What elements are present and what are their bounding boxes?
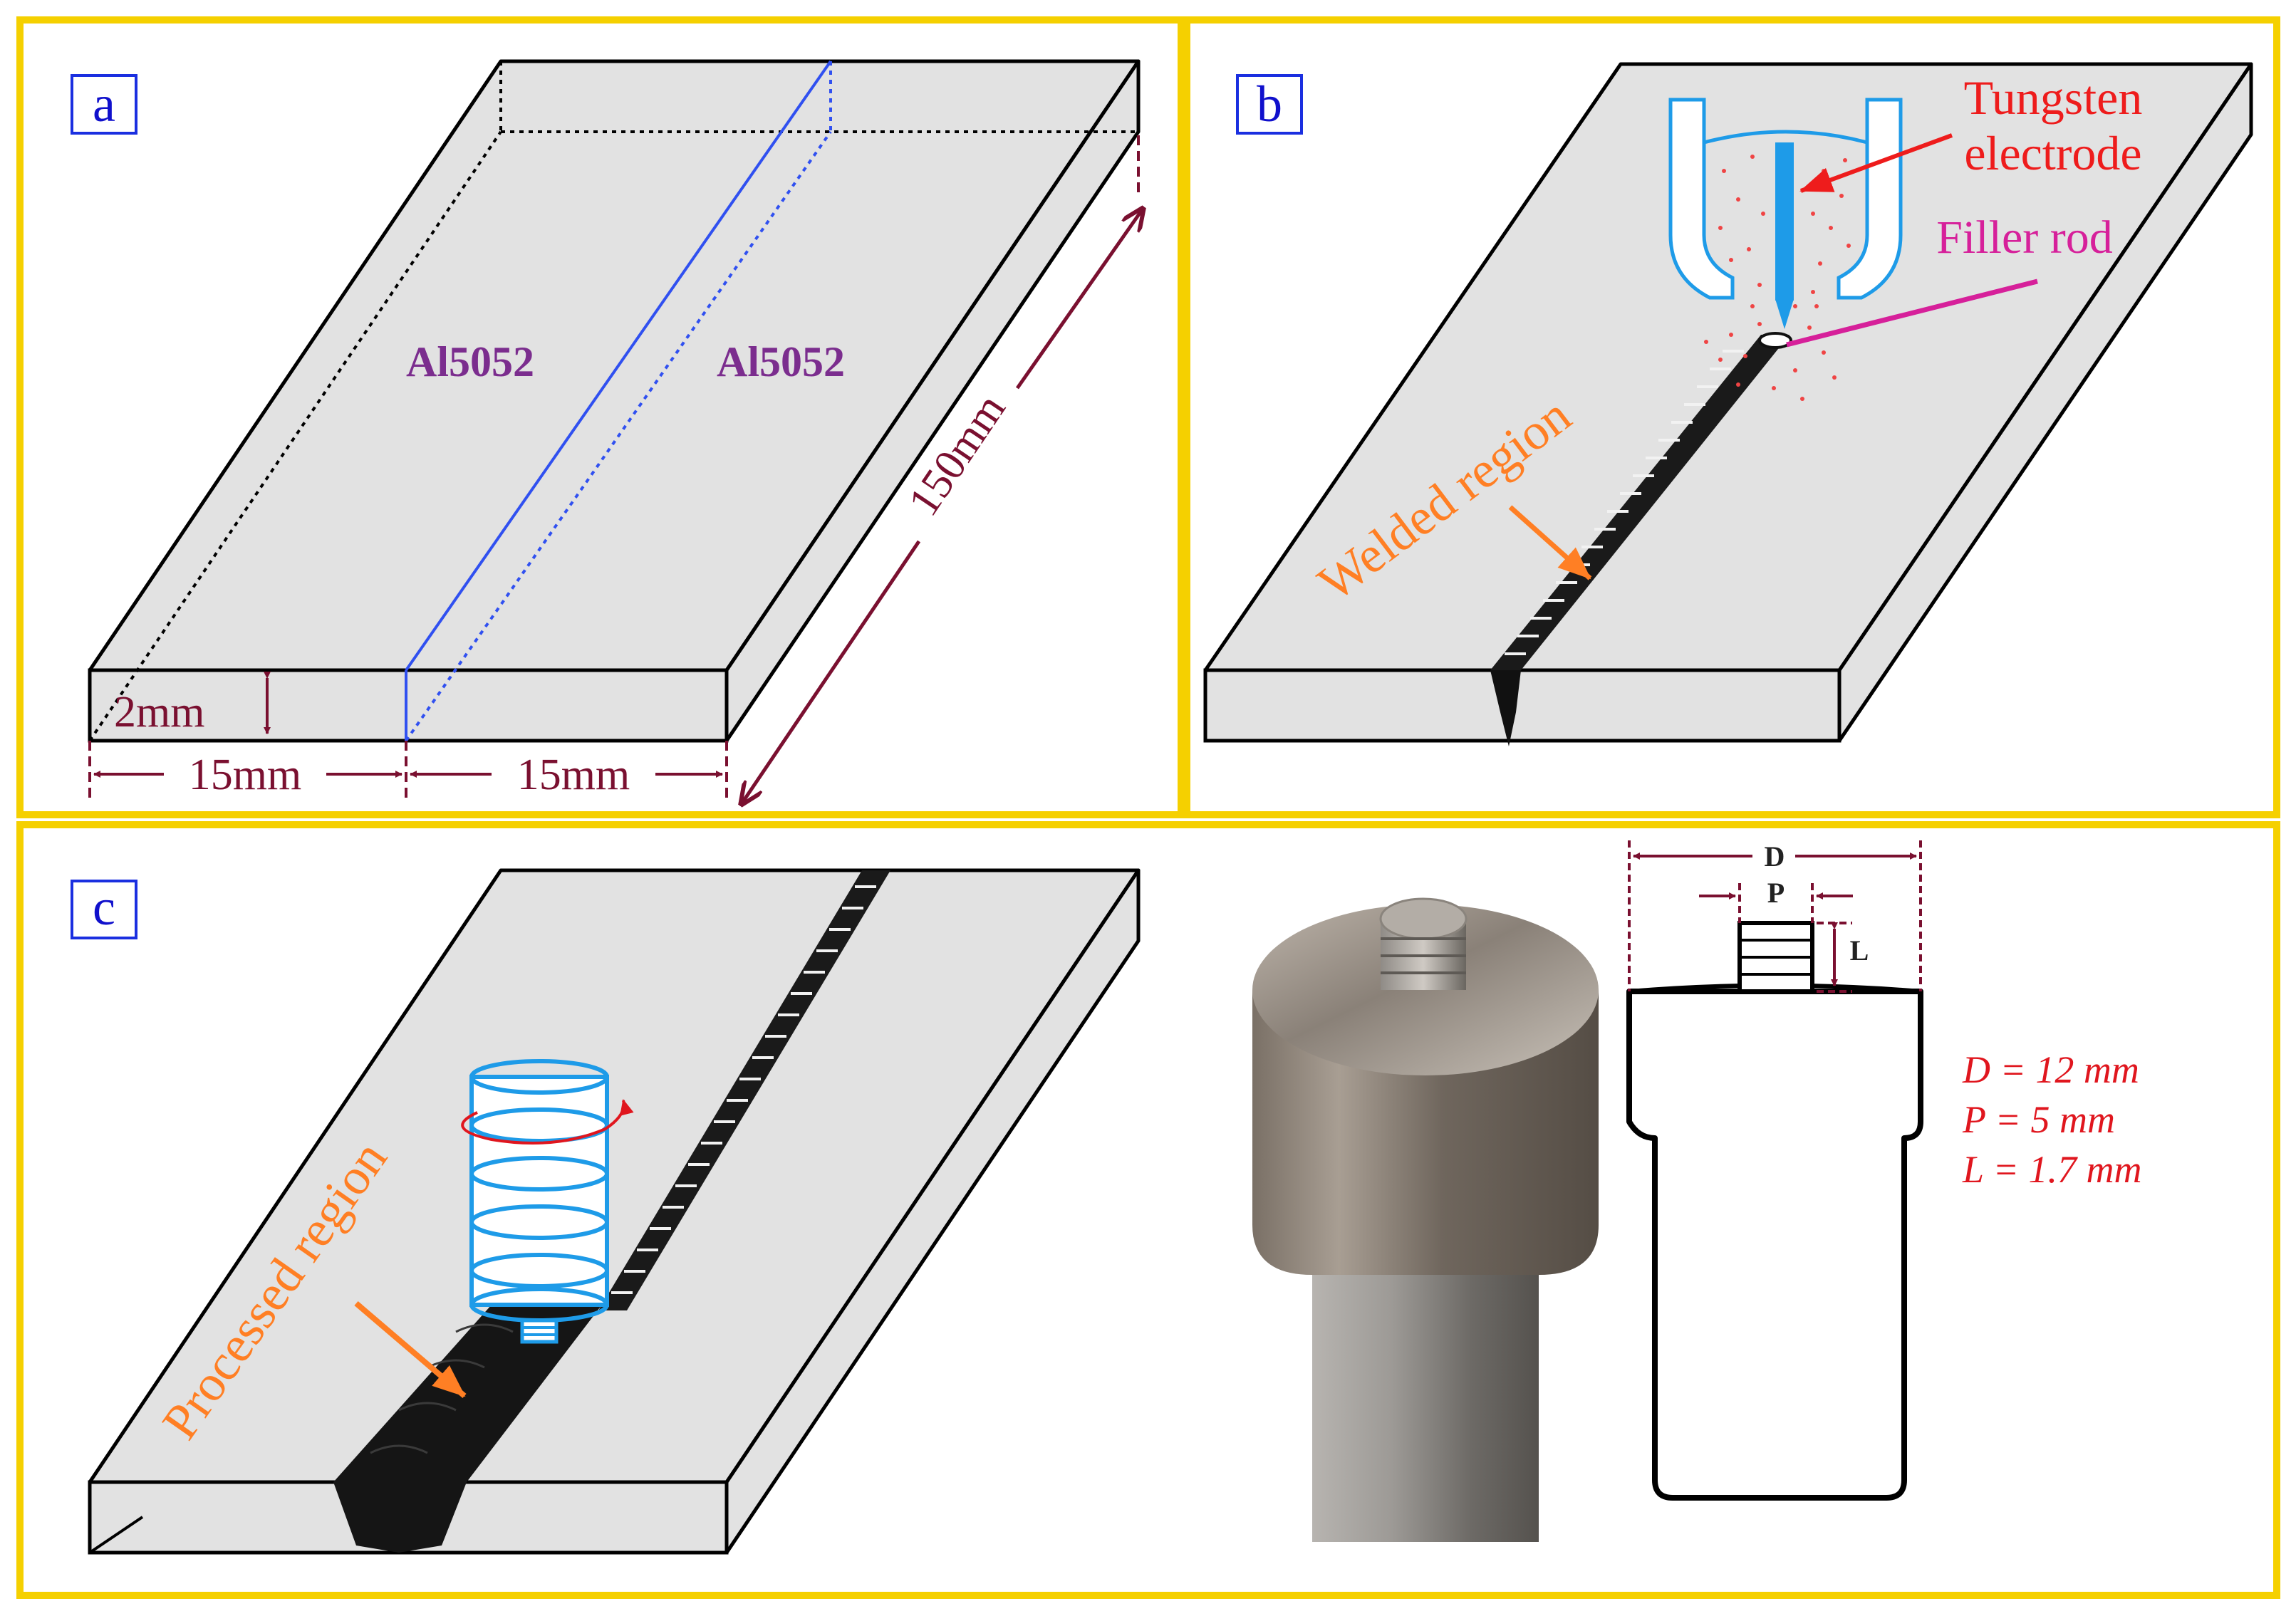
rotation-arrow [461,1099,634,1145]
panel-a: a Al5052 Al5052 2mm 15mm [71,59,1143,805]
plate-b-front [1203,668,1842,743]
schematic-outline [1626,989,1923,1501]
panel-c: c [71,840,2142,1555]
electrode-label-line2: electrode [1964,126,2141,180]
weld-ripples [1505,350,1744,655]
panel-c-tag: c [93,879,115,936]
plate-c-side [724,868,1141,1555]
rotating-tool [461,1059,634,1344]
panel-a-tag: a [93,75,115,132]
schematic-pin-threads [1740,939,1812,976]
tool-pin [520,1318,559,1344]
panel-b-tag: b [1257,75,1282,132]
formula-l: L = 1.7 mm [1962,1148,2142,1191]
panel-frames [16,16,2280,1599]
formula-d: D = 12 mm [1962,1048,2139,1091]
width-extension-lines [88,741,728,801]
tungsten-electrode [1775,142,1794,301]
plate-left-label: Al5052 [406,338,534,385]
dim-l-label: L [1850,934,1869,966]
tool-photo [1252,897,1599,1542]
photo-pin-top [1379,897,1468,940]
formula-p: P = 5 mm [1962,1098,2115,1141]
thickness-label: 2mm [114,688,204,736]
torch-cup-top [1703,130,1868,145]
frame-panel-c [16,821,2280,1599]
photo-pin-threads [1381,937,1466,974]
torch-nozzle-right [1837,98,1903,300]
weld-callout-arrow [1508,505,1592,580]
weld-pool [1758,332,1792,349]
panel-c-tag-box [71,880,137,939]
electrode-tip [1775,299,1794,329]
width-right-label: 15mm [517,751,630,799]
electrode-callout-arrow [1799,133,1953,193]
processed-region [333,1305,602,1482]
dim-p-label: P [1767,877,1785,909]
weld-bead [1490,332,1792,746]
photo-shank [1312,1275,1539,1542]
torch-gas-dots [1718,155,1851,308]
filler-rod-label: Filler rod [1936,212,2112,264]
processed-callout-arrow [354,1300,467,1399]
electrode-label-line1: Tungsten [1964,71,2143,125]
dim-d-label: D [1765,840,1785,872]
filler-rod [1786,278,2038,348]
processed-texture [370,1323,514,1454]
tool-schematic: D P L [1626,840,1923,1501]
panel-b: b [1203,62,2253,746]
width-left-label: 15mm [189,751,301,799]
frame-panel-b [1183,16,2280,818]
processed-root [333,1482,467,1553]
plate-a-hidden-edges [88,61,1138,742]
weld-bead-strip [1490,335,1789,670]
plate-b-side [1837,62,2253,743]
panel-b-tag-box [1236,74,1303,135]
length-arrow-lower [741,540,921,805]
tig-torch [1668,98,1903,329]
panel-a-tag-box [71,74,137,135]
plate-a-side [724,59,1141,743]
plate-c-bottom-edge [88,1516,144,1554]
joint-line [405,60,832,742]
plate-right-label: Al5052 [717,338,845,385]
tool-pin-threads [522,1326,556,1336]
torch-nozzle-left [1668,98,1735,300]
tool-rings [469,1059,609,1323]
frame-panel-a [16,16,1185,818]
weld-bead-ripples-c [611,885,876,1294]
length-arrow-upper [1015,208,1143,390]
weld-bead-unprocessed [598,870,890,1310]
weld-root [1490,670,1521,746]
